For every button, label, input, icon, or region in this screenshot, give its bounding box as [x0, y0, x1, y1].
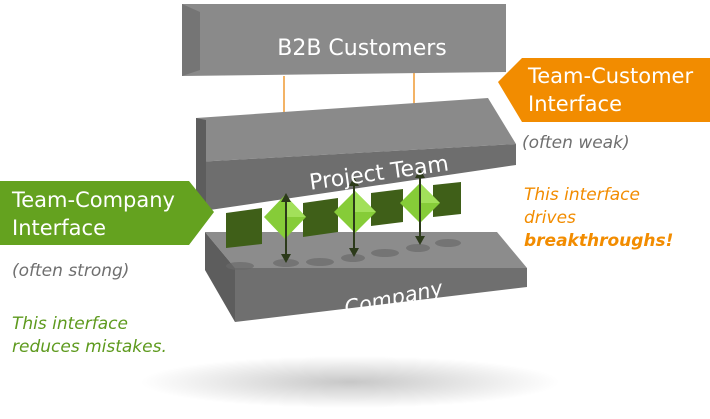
team-company-line2: Interface	[12, 216, 107, 240]
team-company-callout	[0, 181, 214, 245]
customer-strength-note: (often weak)	[522, 133, 630, 153]
team-customer-line1: Team-Customer	[528, 64, 694, 88]
team-customer-line2: Interface	[528, 92, 623, 116]
team-customer-callout	[498, 58, 710, 122]
team-customer-interface-label: Team-Customer Interface	[528, 62, 693, 118]
mistakes-note-line2: reduces mistakes.	[12, 337, 167, 357]
b2b-customers-label: B2B Customers	[277, 36, 447, 61]
company-arrows	[281, 169, 425, 263]
team-company-line1: Team-Company	[12, 188, 175, 212]
breakthroughs-emphasis: breakthroughs!	[524, 231, 674, 251]
b2b-customers-layer	[182, 4, 506, 76]
breakthroughs-note-line2: drives	[524, 208, 576, 228]
floor-shadow	[140, 356, 560, 408]
company-strength-note: (often strong)	[12, 261, 130, 281]
breakthroughs-note-line1: This interface	[524, 185, 640, 205]
interface-squares	[226, 182, 461, 248]
team-company-interface-label: Team-Company Interface	[12, 186, 175, 242]
breakthroughs-note: This interface drives breakthroughs!	[524, 184, 673, 253]
project-team-layer	[196, 98, 516, 212]
mistakes-note-line1: This interface	[12, 314, 128, 334]
mistakes-note: This interface reduces mistakes.	[12, 313, 167, 359]
